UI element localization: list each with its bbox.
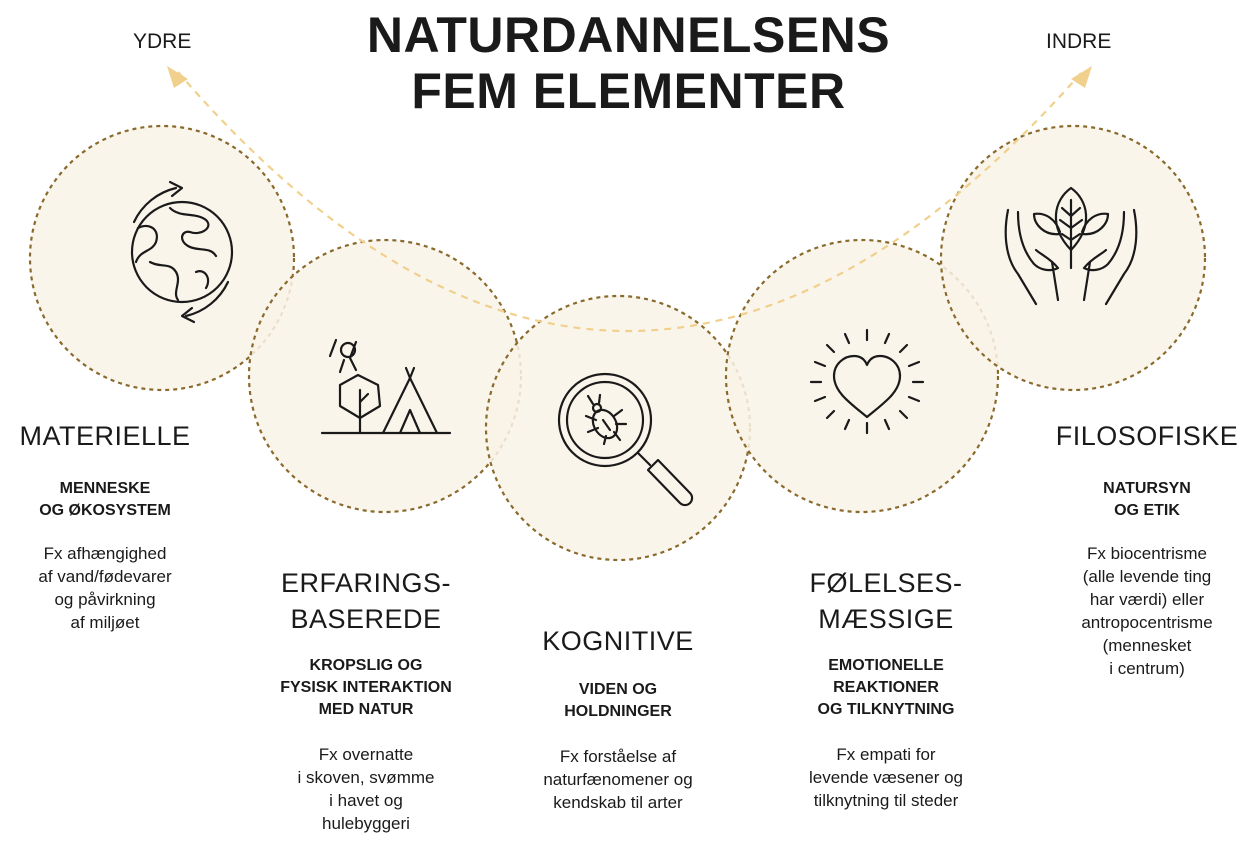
circle-foelelsesmaessige	[724, 238, 1000, 514]
element-example: Fx afhængighed af vand/fødevarer og påvi…	[38, 544, 172, 632]
radiant-heart-icon	[809, 328, 925, 435]
hands-leaf-icon	[1004, 186, 1138, 306]
circle-materielle	[28, 124, 296, 392]
element-erfaringsbaserede: ERFARINGS- BASEREDE KROPSLIG OG FYSISK I…	[250, 565, 482, 835]
arrow-left-icon	[167, 66, 188, 88]
element-example: Fx biocentrisme (alle levende ting har v…	[1081, 544, 1213, 678]
magnifier-beetle-icon	[557, 372, 694, 507]
element-subtitle: KROPSLIG OG FYSISK INTERAKTION MED NATUR	[280, 657, 452, 718]
arrow-right-icon	[1071, 66, 1092, 88]
element-subtitle: EMOTIONELLE REAKTIONER OG TILKNYTNING	[817, 657, 955, 718]
tent-tree-icon	[320, 338, 452, 435]
element-example: Fx overnatte i skoven, svømme i havet og…	[297, 745, 435, 833]
element-name: ERFARINGS- BASEREDE	[280, 568, 452, 634]
direction-label-indre: INDRE	[1046, 30, 1112, 53]
element-name: FILOSOFISKE	[1055, 421, 1239, 451]
element-name: FØLELSES- MÆSSIGE	[809, 568, 963, 634]
ydre-indre-arc	[177, 71, 1083, 332]
element-filosofiske: FILOSOFISKE NATURSYN OG ETIK Fx biocentr…	[1037, 418, 1257, 680]
element-name: MATERIELLE	[19, 421, 191, 451]
element-subtitle: NATURSYN OG ETIK	[1103, 480, 1191, 519]
direction-label-ydre: YDRE	[133, 30, 192, 53]
circle-erfaringsbaserede	[247, 238, 523, 514]
circle-filosofiske	[939, 124, 1207, 392]
element-subtitle: MENNESKE OG ØKOSYSTEM	[39, 480, 171, 519]
element-kognitive: KOGNITIVE VIDEN OG HOLDNINGER Fx forståe…	[518, 623, 718, 814]
element-example: Fx empati for levende væsener og tilknyt…	[808, 745, 964, 810]
globe-recycle-icon	[130, 180, 234, 324]
element-name: KOGNITIVE	[542, 626, 694, 656]
page-title-line2: FEM ELEMENTER	[411, 63, 846, 119]
element-subtitle: VIDEN OG HOLDNINGER	[564, 681, 672, 720]
element-foelelsesmaessige: FØLELSES- MÆSSIGE EMOTIONELLE REAKTIONER…	[770, 565, 1002, 812]
element-materielle: MATERIELLE MENNESKE OG ØKOSYSTEM Fx afhæ…	[0, 418, 210, 634]
element-example: Fx forståelse af naturfænomener og kends…	[543, 747, 693, 812]
page-title-line1: NATURDANNELSENS	[366, 7, 891, 63]
